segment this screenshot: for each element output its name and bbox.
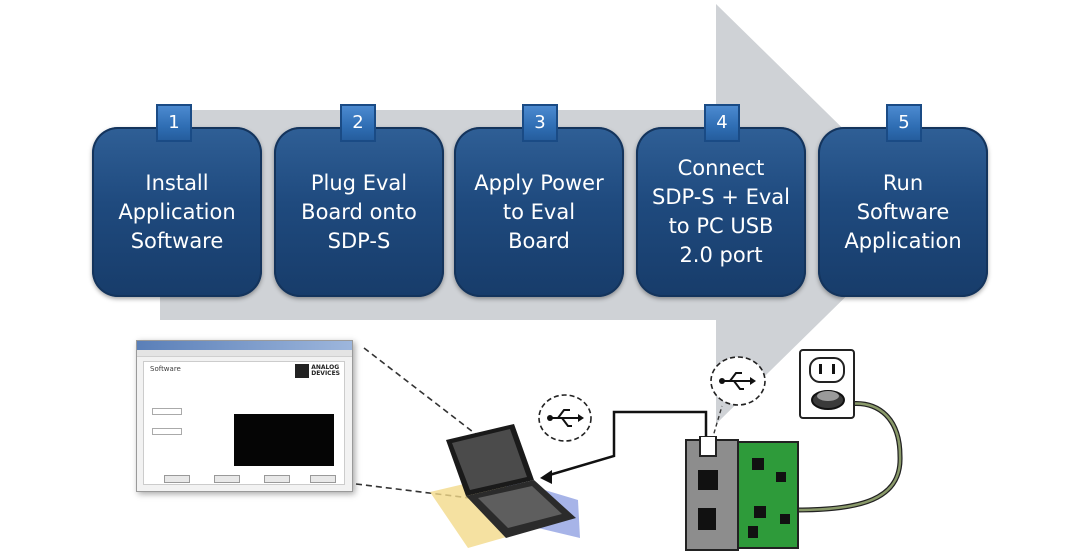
usb-cable bbox=[545, 410, 708, 478]
logo-mark-icon bbox=[295, 364, 310, 378]
step-label-5: Run Software Application bbox=[844, 170, 962, 253]
usb-callout-laptop bbox=[538, 394, 592, 442]
sdp-chip-1 bbox=[698, 470, 718, 490]
eval-chip-5 bbox=[748, 526, 758, 538]
plug-face bbox=[817, 391, 839, 401]
usb-callout-line-board bbox=[711, 405, 723, 441]
eval-chip-1 bbox=[752, 458, 764, 470]
step-label-4: Connect SDP-S + Eval to PC USB 2.0 port bbox=[652, 156, 790, 267]
window-body: Software ANALOG DEVICES bbox=[143, 361, 345, 485]
sdp-chip-2 bbox=[698, 508, 716, 530]
eval-chip-4 bbox=[780, 514, 790, 524]
power-outlet-icon bbox=[799, 349, 855, 419]
window-app-title: Software bbox=[150, 365, 181, 373]
software-screenshot: Software ANALOG DEVICES bbox=[136, 340, 353, 492]
step-number-2: 2 bbox=[340, 104, 376, 142]
eval-board-icon bbox=[685, 436, 799, 551]
step-number-3: 3 bbox=[522, 104, 558, 142]
laptop-keyboard bbox=[478, 486, 562, 528]
usb-icon bbox=[724, 372, 750, 390]
power-cable-inner bbox=[795, 402, 902, 512]
step-label-1: Install Application Software bbox=[118, 170, 236, 253]
outlet-socket bbox=[809, 357, 845, 383]
eval-chip-3 bbox=[754, 506, 766, 518]
usb-callout-board bbox=[710, 356, 766, 406]
step-label-2: Plug Eval Board onto SDP-S bbox=[301, 170, 417, 253]
window-field-1 bbox=[152, 408, 182, 415]
laptop-screen bbox=[452, 429, 527, 490]
step-number-4: 4 bbox=[704, 104, 740, 142]
window-plot-area bbox=[234, 414, 334, 466]
window-button-3 bbox=[264, 475, 290, 483]
step-number-5: 5 bbox=[886, 104, 922, 142]
usb-cable-arrowhead bbox=[540, 470, 552, 484]
step-box-5: Run Software Application bbox=[818, 127, 988, 297]
outlet-slot-right bbox=[832, 364, 835, 374]
window-menubar bbox=[137, 350, 352, 357]
window-field-2 bbox=[152, 428, 182, 435]
outlet-slot-left bbox=[819, 364, 822, 374]
usb-connector bbox=[699, 436, 717, 457]
laptop-icon bbox=[430, 424, 580, 548]
window-button-4 bbox=[310, 475, 336, 483]
step-box-3: Apply Power to Eval Board bbox=[454, 127, 624, 297]
window-button-1 bbox=[164, 475, 190, 483]
eval-chip-2 bbox=[776, 472, 786, 482]
analog-devices-logo: ANALOG DEVICES bbox=[295, 364, 340, 378]
step-label-3: Apply Power to Eval Board bbox=[474, 170, 604, 253]
usb-icon bbox=[552, 409, 578, 427]
step-number-1: 1 bbox=[156, 104, 192, 142]
window-titlebar bbox=[137, 341, 352, 350]
eval-pcb bbox=[737, 441, 799, 549]
window-button-2 bbox=[214, 475, 240, 483]
step-box-1: Install Application Software bbox=[92, 127, 262, 297]
logo-text: ANALOG DEVICES bbox=[311, 364, 340, 377]
step-box-4: Connect SDP-S + Eval to PC USB 2.0 port bbox=[636, 127, 806, 297]
step-box-2: Plug Eval Board onto SDP-S bbox=[274, 127, 444, 297]
